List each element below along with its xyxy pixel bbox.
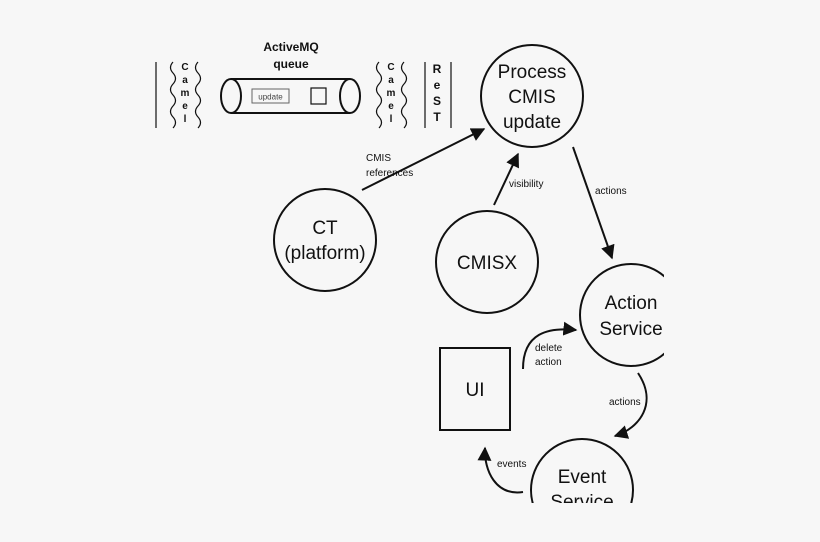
edge-process-to-action: actions [572, 146, 627, 260]
node-process-cmis-update: Process CMIS update [480, 44, 584, 148]
camel-left-label: C a m e l [181, 62, 190, 125]
node-label: (platform) [284, 243, 365, 264]
edge-label: action [535, 357, 562, 368]
edge-label: events [497, 459, 526, 470]
rest-letter: S [433, 94, 441, 108]
node-label: Service [599, 319, 662, 340]
queue-message-box [251, 88, 290, 104]
node-event-service: Event Service [530, 438, 634, 513]
camel-right-letter: e [388, 101, 394, 112]
node-ui: UI [439, 347, 511, 431]
edge-action-to-event: actions [609, 372, 648, 439]
camel-left-letter: m [181, 88, 190, 99]
queue-message-label: update [258, 93, 283, 102]
node-label: Action [605, 293, 658, 314]
rest-label: R e S T [433, 62, 442, 124]
node-label: Event [558, 467, 607, 488]
edge-event-to-ui: events [477, 446, 526, 494]
edge-label: references [366, 168, 413, 179]
node-label: UI [466, 380, 485, 401]
rest-bracket: R e S T [424, 62, 452, 128]
node-cmisx: CMISX [435, 210, 539, 314]
edge-label: CMIS [366, 153, 391, 164]
node-label: Service [550, 492, 613, 513]
node-label: CMIS [508, 87, 556, 108]
camel-right-label: C a m e l [387, 62, 396, 125]
node-ct-platform: CT (platform) [273, 188, 377, 292]
camel-right-letter: l [390, 114, 393, 125]
queue-title-line1: ActiveMQ [263, 40, 318, 54]
edge-label: delete [535, 343, 563, 354]
edge-label: actions [595, 186, 627, 197]
edge-label: visibility [509, 179, 543, 190]
rest-letter: T [433, 110, 441, 124]
queue-title-line2: queue [273, 57, 309, 71]
node-label: Process [498, 62, 567, 83]
node-label: CMISX [457, 253, 518, 274]
edge-ui-to-action: delete action [522, 321, 578, 370]
camel-left-letter: C [181, 62, 188, 73]
rest-letter: e [434, 78, 441, 92]
camel-right-letter: a [388, 75, 394, 86]
camel-left-letter: e [182, 101, 188, 112]
camel-right-letter: m [387, 88, 396, 99]
edge-ct-to-process: CMIS references [361, 128, 486, 191]
rest-letter: R [433, 62, 442, 76]
camel-right-bracket: C a m e l [375, 61, 408, 129]
camel-left-bracket: C a m e l [155, 61, 202, 129]
node-label: CT [312, 218, 338, 239]
activemq-queue: ActiveMQ queue update [220, 40, 361, 114]
camel-left-letter: a [182, 75, 188, 86]
edge-label: actions [609, 397, 641, 408]
node-label: update [503, 112, 561, 133]
edge-cmisx-to-process: visibility [493, 152, 543, 206]
node-action-service: Action Service [579, 263, 664, 367]
camel-left-letter: l [184, 114, 187, 125]
camel-right-letter: C [387, 62, 394, 73]
queue-empty-slot [310, 87, 327, 105]
